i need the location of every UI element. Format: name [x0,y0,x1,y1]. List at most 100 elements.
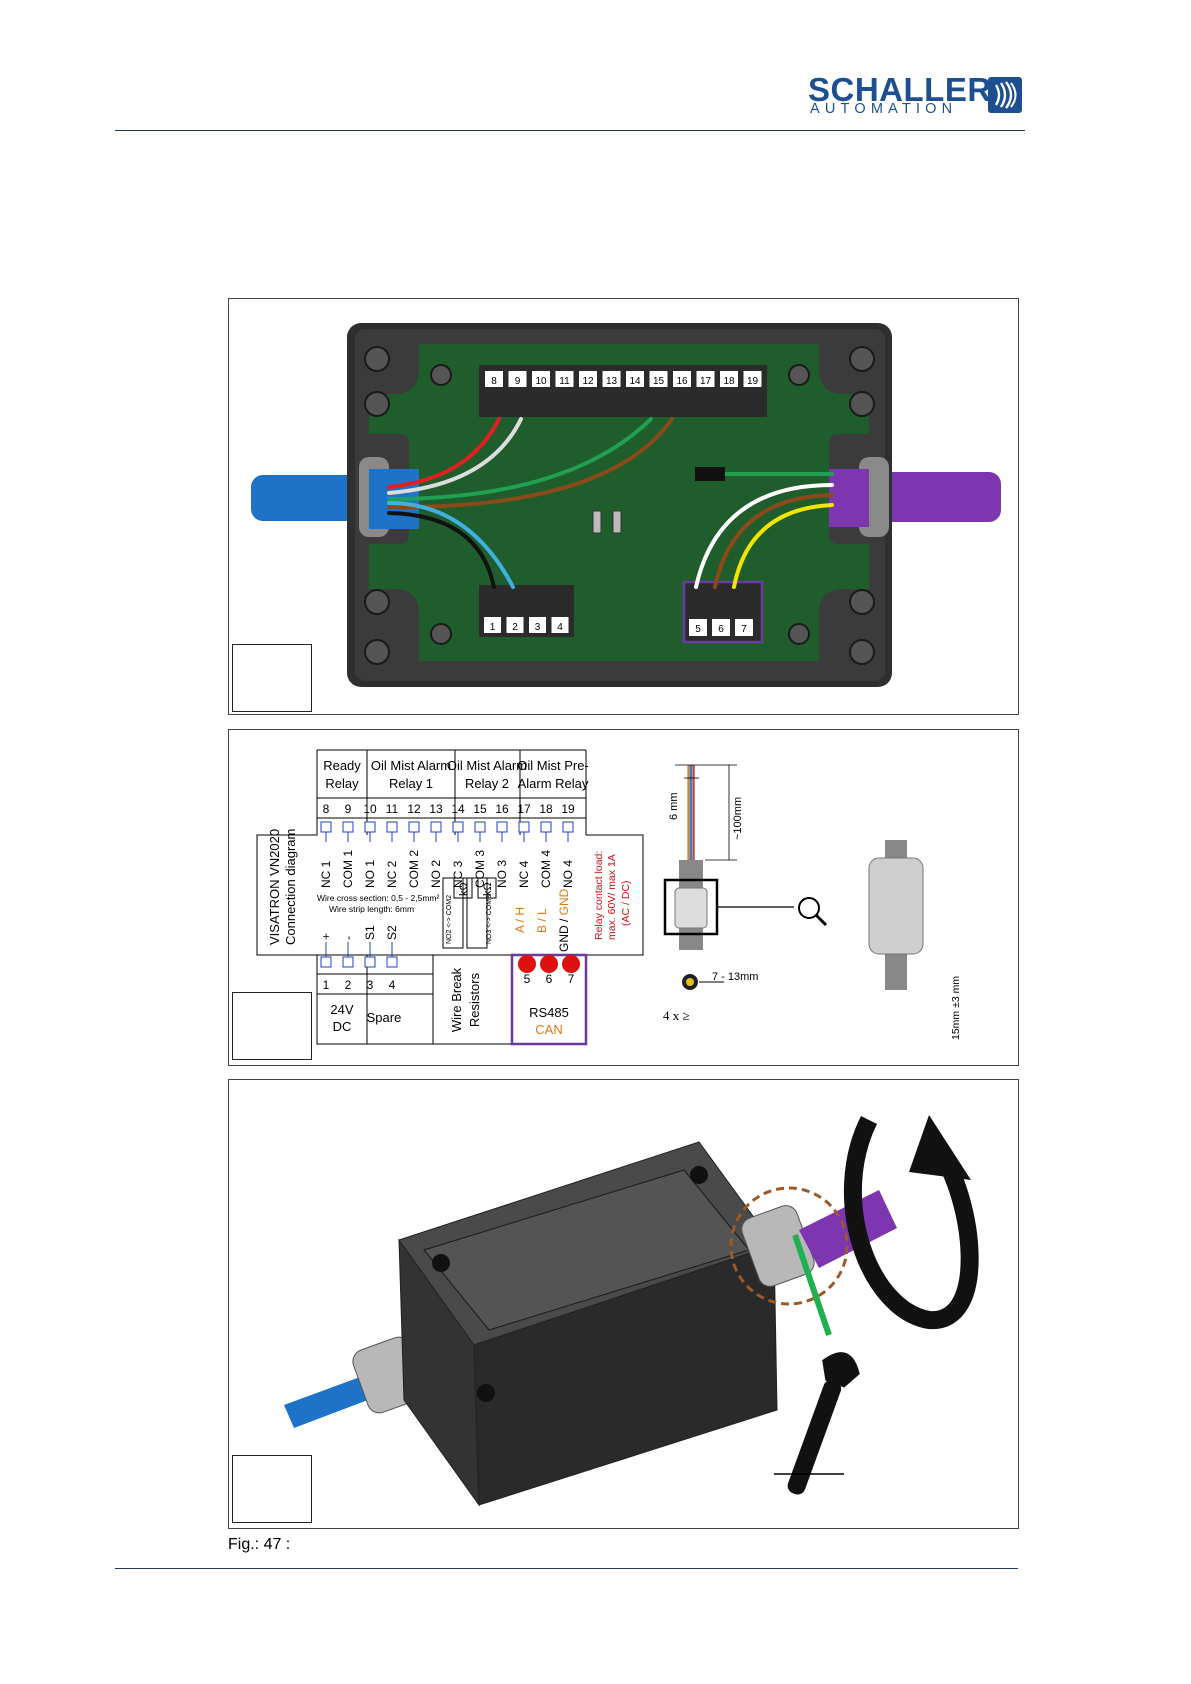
top-terminal-number: 10 [363,802,377,816]
group-prealarm-l1: Oil Mist Pre- [517,758,589,773]
terminal-top-tag [602,371,621,387]
bottom-terminal-number: 3 [367,978,374,992]
group-ready-l2: Relay [325,776,359,791]
figure-enclosure-closed [228,1079,1019,1529]
top-terminal-number: 19 [561,802,575,816]
top-signal-label: NO 1 [363,860,377,888]
connection-diagram: Ready Relay Oil Mist Alarm Relay 1 Oil M… [256,749,962,1046]
top-terminal-box [342,821,354,833]
relay-load-2: max. 60V/ max 1A [606,854,618,940]
rs-signal-gnd: GND / GND [557,888,571,952]
top-terminal-number: 9 [345,802,352,816]
top-signal-label: NC 2 [385,860,399,888]
terminal-top-number: 10 [535,376,547,387]
terminal-top-number: 12 [582,376,594,387]
terminal-br-tag [735,619,753,636]
terminal-br-number: 7 [741,624,747,635]
top-signal-label: NO 3 [495,860,509,888]
rs-signal-a: A / H [513,907,527,933]
kohm-label-1: kΩ [458,882,470,896]
terminal-top-number: 14 [629,376,641,387]
kohm-label-2: kΩ [482,882,494,896]
terminal-top-number: 19 [747,376,759,387]
no3-com3-label: NO3 <-> COM3 [486,895,493,944]
top-terminal-box [518,821,530,833]
logo-subtitle: AUTOMATION [810,101,958,117]
terminal-bl-number: 4 [557,622,563,633]
group-ready-l1: Ready [323,758,361,773]
label-spare: Spare [367,1010,402,1025]
wire-cross-note: Wire cross section: 0,5 - 2,5mm² [317,893,440,903]
figure-label-box [232,644,312,712]
dim-4x: 4 x ≥ [663,1008,690,1023]
top-terminal-number: 17 [517,802,531,816]
top-terminal-number: 12 [407,802,421,816]
label-dc: DC [333,1019,352,1034]
relay-load-1: Relay contact load: [593,851,605,940]
rs-terminal-number: 6 [546,972,553,986]
terminal-block-top [479,365,767,417]
figure-label-box [232,1455,312,1523]
top-terminal-box [496,821,508,833]
bottom-terminal-box [320,956,332,968]
top-terminal-box [430,821,442,833]
top-terminal-box [540,821,552,833]
logo-mark-icon [988,77,1022,113]
group-alarm1-l2: Relay 1 [389,776,433,791]
relay-load-3: (AC / DC) [620,881,632,927]
wire-break-l2: Resistors [467,972,482,1027]
terminal-top-number: 15 [653,376,665,387]
top-terminal-box [408,821,420,833]
bottom-terminal-box [364,956,376,968]
bottom-signal-label: S2 [385,925,399,940]
top-terminal-box [474,821,486,833]
enclosure-closed-illustration [284,1115,979,1507]
blue-cable [251,475,371,521]
logo-wordmark: SCHALLER [808,71,992,108]
schaller-logo: SCHALLER AUTOMATION [808,72,1026,117]
rs-terminal-dot [562,955,580,973]
top-signal-label: NO 4 [561,860,575,888]
terminal-br-number: 6 [718,624,724,635]
top-terminal-number: 16 [495,802,509,816]
rs-signal-gnd-2: GND [557,888,571,915]
terminal-top-number: 16 [676,376,688,387]
top-terminal-box [364,821,376,833]
dim-6mm: 6 mm [668,793,680,821]
rs-terminal-number: 7 [568,972,575,986]
terminal-top-tag [532,371,550,387]
label-24v: 24V [330,1002,353,1017]
footer-rule [115,1568,1018,1569]
diagram-side-title: VISATRON VN2020 [267,829,282,945]
top-signal-label: COM 1 [341,850,355,888]
dim-cable: 7 - 13mm [712,971,758,983]
rs-signal-b: B / L [535,908,549,933]
terminal-bl-number: 2 [512,622,518,633]
top-signal-label: COM 3 [473,850,487,888]
bottom-signal-label: - [341,936,355,940]
dim-15mm: 15mm ±3 mm [950,976,962,1040]
terminal-top-number: 13 [606,376,618,387]
terminal-top-tag [696,371,715,387]
bottom-signal-label: S1 [363,925,377,940]
terminal-top-tag [649,371,668,387]
terminal-top-tag [720,371,738,387]
figure-connection-diagram: Ready Relay Oil Mist Alarm Relay 1 Oil M… [228,729,1019,1066]
terminal-bl-tag [551,617,569,633]
can-label: CAN [535,1022,562,1037]
top-terminal-number: 8 [323,802,330,816]
figure-label-box [232,992,312,1060]
terminal-top-number: 11 [559,376,570,387]
top-terminal-number: 15 [473,802,487,816]
group-alarm2-l1: Oil Mist Alarm [447,758,527,773]
terminal-top-tag [673,371,691,387]
wire-break-l1: Wire Break [449,967,464,1032]
diagram-side-subtitle: Connection diagram [283,829,298,945]
bottom-terminal-number: 2 [345,978,352,992]
wire-strip-note: Wire strip length: 6mm [329,904,414,914]
rs-terminal-number: 5 [524,972,531,986]
bottom-terminal-box [386,956,398,968]
bottom-signal-label: + [319,933,333,940]
